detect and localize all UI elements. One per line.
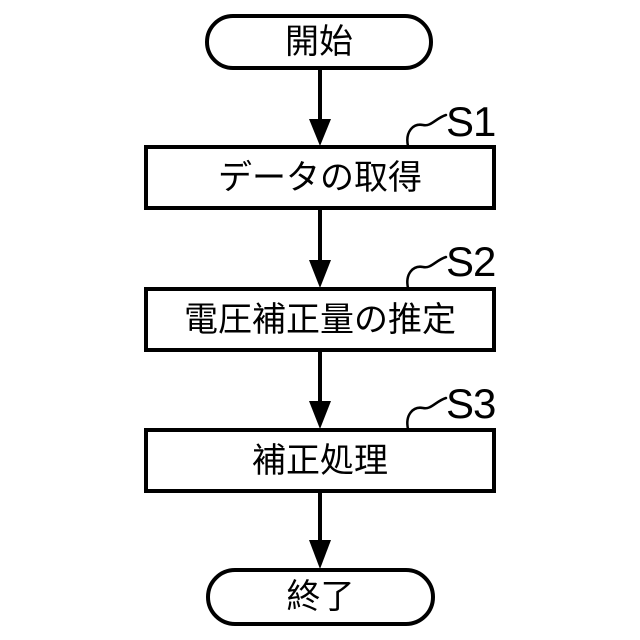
step-label-s1: S1 — [446, 98, 496, 145]
leader-line-s3 — [406, 396, 448, 431]
process-box-s1-label: データの取得 — [218, 158, 422, 197]
step-label-s3: S3 — [446, 380, 496, 427]
arrow-s1-to-s2 — [309, 208, 331, 288]
end-terminal: 終了 — [206, 568, 435, 626]
end-terminal-label: 終了 — [286, 578, 355, 616]
arrow-s2-to-s3 — [309, 350, 331, 429]
process-box-s2: 電圧補正量の推定 — [144, 287, 496, 352]
process-box-s3-label: 補正処理 — [252, 441, 388, 480]
leader-line-s2 — [406, 255, 448, 290]
arrow-s3-to-end — [309, 491, 331, 569]
leader-line-s1 — [406, 113, 448, 148]
process-box-s3: 補正処理 — [144, 428, 496, 493]
start-terminal-label: 開始 — [285, 23, 353, 61]
process-box-s1: データの取得 — [144, 145, 496, 210]
start-terminal: 開始 — [205, 14, 433, 70]
process-box-s2-label: 電圧補正量の推定 — [184, 300, 456, 339]
step-label-s2: S2 — [446, 238, 496, 285]
arrow-start-to-s1 — [309, 68, 331, 146]
